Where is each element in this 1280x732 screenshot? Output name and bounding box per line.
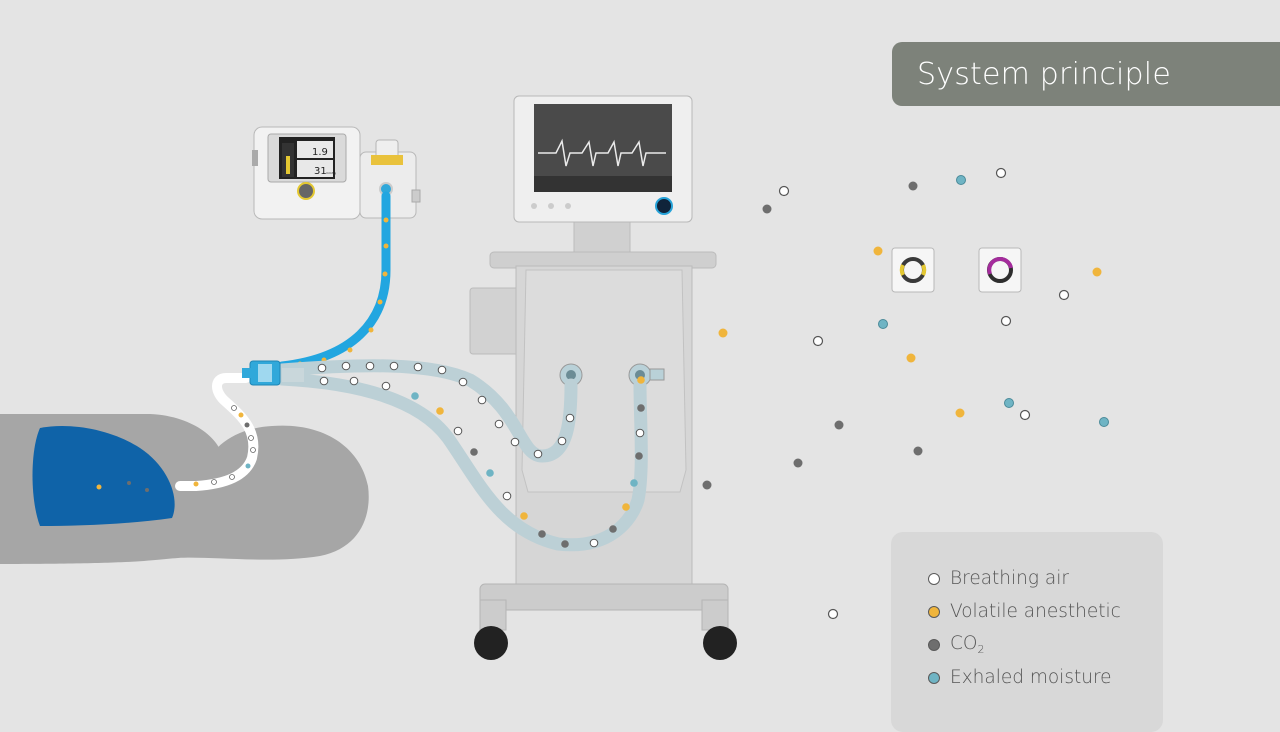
legend-swatch <box>928 572 940 585</box>
gas-sample-line <box>277 191 391 371</box>
legend: Breathing air Volatile anesthetic CO2 Ex… <box>891 532 1163 732</box>
legend-item-breathing-air: Breathing air <box>928 562 1163 595</box>
title-banner: System principle <box>892 42 1280 106</box>
legend-item-exhaled-moisture: Exhaled moisture <box>928 661 1163 694</box>
legend-swatch <box>928 671 940 684</box>
particles-in-tubes <box>317 361 645 548</box>
legend-item-co2: CO2 <box>928 628 1163 661</box>
legend-label: CO2 <box>950 633 984 656</box>
device-readout-secondary: 31 <box>314 166 327 177</box>
airway-tube <box>175 373 259 491</box>
legend-swatch <box>928 605 940 618</box>
legend-label: Volatile anesthetic <box>950 601 1121 622</box>
device-readout-unit: mmHg <box>326 171 336 175</box>
legend-label: Exhaled moisture <box>950 667 1112 688</box>
page-title: System principle <box>917 56 1171 92</box>
legend-label: Breathing air <box>950 568 1069 589</box>
legend-label-text: CO <box>950 633 978 654</box>
breathing-circuit <box>242 359 648 552</box>
sensor-ring-icon <box>978 247 1022 293</box>
free-particles <box>702 167 1109 620</box>
legend-item-volatile-anesthetic: Volatile anesthetic <box>928 595 1163 628</box>
legend-swatch <box>928 638 940 651</box>
lungs <box>32 426 175 526</box>
device-readout-primary: 1.9 <box>312 147 328 158</box>
legend-label-subscript: 2 <box>977 643 985 656</box>
sensor-cuvette-icon <box>891 247 935 293</box>
anesthesia-machine <box>469 95 737 660</box>
